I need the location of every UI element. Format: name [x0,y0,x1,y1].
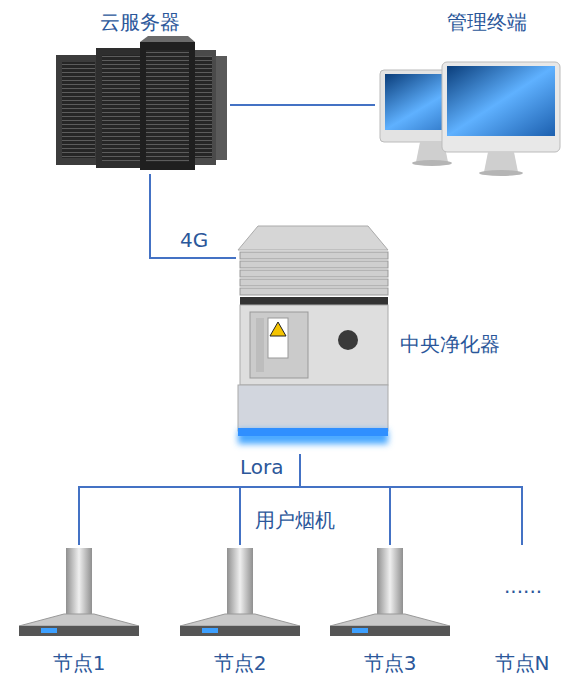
purifier-illustration [240,261,388,268]
purifier-illustration [240,305,388,385]
node-label: 节点3 [364,651,417,675]
edge-label: 4G [178,228,210,252]
computer-illustration [380,62,560,176]
range-hood-illustration [66,548,92,616]
range-hood-illustration [19,548,139,636]
device-node: 节点1 [16,545,142,680]
range-hood-illustration [180,614,300,626]
connector-line [230,104,375,106]
server-rack-illustration [62,62,95,158]
computer-illustration [412,160,452,166]
purifier-illustration [256,318,264,372]
node-label: 节点2 [214,651,267,675]
annotation-label: ...... [504,574,542,598]
computer-illustration [442,62,560,152]
purifier-illustration [238,226,388,250]
node-label: 节点N [495,651,550,675]
purifier-illustration [240,288,388,295]
server-rack-illustration [102,55,140,161]
device-node: 节点N [484,545,560,680]
range-hood-illustration [19,626,139,636]
connector-line [150,174,236,258]
range-hood-illustration [202,628,218,633]
edge-label: Lora [238,455,286,479]
node-label: 管理终端 [447,10,527,34]
range-hood-illustration [41,628,57,633]
purifier-illustration [240,270,388,277]
range-hood-illustration [377,548,403,616]
server-rack-illustration [56,55,101,165]
server-rack-illustration [96,48,146,168]
device-node: 云服务器 [50,8,230,174]
server-rack-illustration [146,50,189,162]
purifier-illustration [238,226,388,444]
purifier-illustration [238,385,388,431]
purifier-illustration [240,279,388,286]
server-rack-illustration [56,36,227,170]
range-hood-illustration [180,548,300,636]
device-node: 节点2 [177,545,303,680]
range-hood-illustration [180,626,300,636]
node-label: 中央净化器 [400,332,500,356]
computer-illustration [447,66,555,136]
range-hood-illustration [330,548,450,636]
purifier-illustration [268,318,288,358]
device-node: 节点3 [327,545,453,680]
computer-illustration [484,152,518,172]
purifier-illustration [238,428,388,436]
purifier-illustration [240,252,388,259]
annotation-label: 用户烟机 [255,508,335,532]
range-hood-illustration [330,626,450,636]
device-node: 管理终端 [375,8,563,178]
purifier-illustration [250,312,308,378]
range-hood-illustration [19,614,139,626]
range-hood-illustration [330,614,450,626]
node-label: 节点1 [53,651,106,675]
purifier-illustration [240,297,388,305]
range-hood-illustration [227,548,253,616]
range-hood-illustration [352,628,368,633]
device-node: 中央净化器 [236,226,390,454]
server-rack-illustration [140,36,195,42]
computer-illustration [479,170,523,176]
server-rack-illustration [140,42,195,170]
purifier-illustration [270,322,286,336]
purifier-illustration [338,330,358,350]
node-label: 云服务器 [100,10,180,34]
